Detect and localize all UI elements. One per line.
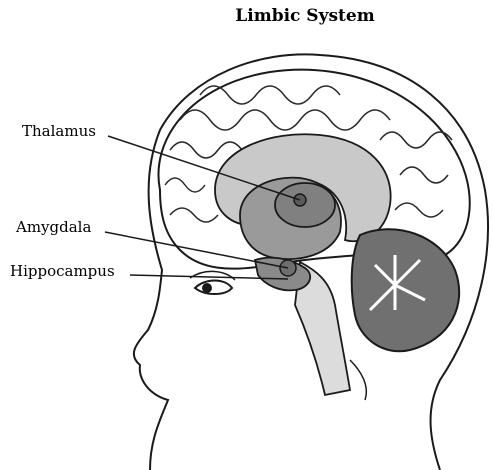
label-amygdala: Amygdala: [16, 218, 91, 236]
label-hippocampus: Hippocampus: [10, 262, 115, 280]
diagram-title: Limbic System: [0, 6, 493, 26]
thalamus-structure: [275, 183, 335, 227]
eye: [190, 271, 235, 294]
label-thalamus: Thalamus: [22, 122, 96, 140]
ear-outline: [350, 360, 366, 400]
